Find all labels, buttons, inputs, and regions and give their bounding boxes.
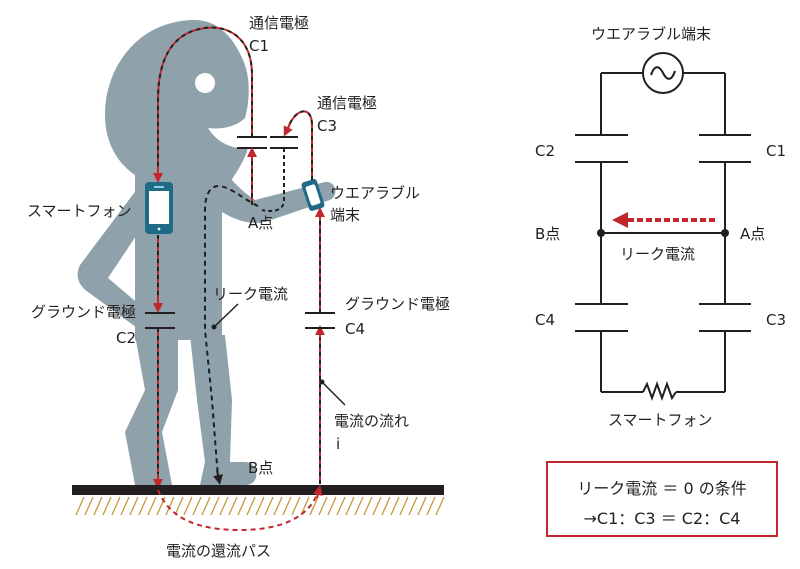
current-path-c1 xyxy=(153,26,253,183)
resistor-icon xyxy=(642,381,677,401)
condition-line-1: リーク電流 ＝ 0 の条件 xyxy=(577,479,747,498)
capacitor-icon-c1-c3 xyxy=(237,136,298,149)
ground-icon xyxy=(72,485,445,516)
ground-hatch-line xyxy=(399,496,409,516)
label-electrode-c1-title: 通信電極 xyxy=(249,14,310,32)
ground-hatch-line xyxy=(327,496,337,516)
label-ground-c4-name: C4 xyxy=(345,320,366,338)
ground-hatch-line xyxy=(129,496,139,516)
human-silhouette xyxy=(77,20,336,485)
ground-hatch-line xyxy=(255,496,265,516)
ground-hatch-line xyxy=(228,496,238,516)
ground-hatch-line xyxy=(138,496,148,516)
label-wearable-line2: 端末 xyxy=(330,206,361,224)
leak-current-path xyxy=(204,184,259,479)
smartphone-icon xyxy=(145,182,173,234)
ground-hatch-line xyxy=(300,496,310,516)
ground-hatch-line xyxy=(282,496,292,516)
label-leak-current: リーク電流 xyxy=(213,285,289,303)
label-point-b: B点 xyxy=(248,459,274,477)
back-leg xyxy=(190,335,257,485)
ground-hatch-line xyxy=(264,496,274,516)
ground-hatch-line xyxy=(390,496,400,516)
ground-hatch-line xyxy=(336,496,346,516)
ground-hatch-line xyxy=(219,496,229,516)
ground-hatch-line xyxy=(273,496,283,516)
return-path xyxy=(157,489,319,532)
ground-hatch-line xyxy=(183,496,193,516)
capacitor-icon-c4 xyxy=(305,312,335,329)
condition-line-2: →C1：C3 ＝ C2：C4 xyxy=(583,509,741,528)
label-cap-c2: C2 xyxy=(535,142,556,160)
label-ground-c2-title: グラウンド電極 xyxy=(30,303,136,321)
label-wearable-line1: ウエアラブル xyxy=(330,184,421,202)
label-current-flow: 電流の流れ xyxy=(334,412,410,430)
ground-hatch-line xyxy=(237,496,247,516)
wearable-device-icon xyxy=(301,179,325,211)
label-circuit-source: ウエアラブル端末 xyxy=(591,25,712,43)
leak-current-pointer xyxy=(211,303,239,330)
current-flow-pointer xyxy=(319,379,346,406)
ground-hatch-line xyxy=(345,496,355,516)
label-electrode-c3-name: C3 xyxy=(317,117,338,135)
eye xyxy=(195,73,215,93)
ground-hatch-line xyxy=(165,496,175,516)
torso xyxy=(135,155,336,340)
equivalent-circuit xyxy=(575,72,751,393)
ground-hatch-line xyxy=(363,496,373,516)
circuit-leak-arrow xyxy=(612,212,715,228)
ground-hatch-line xyxy=(426,496,436,516)
ground-hatch-line xyxy=(93,496,103,516)
label-node-b: B点 xyxy=(535,225,561,243)
current-path-c3 xyxy=(283,110,313,180)
ground-hatch-line xyxy=(408,496,418,516)
node-b xyxy=(597,229,605,237)
left-arm xyxy=(77,185,152,330)
front-leg xyxy=(125,335,178,485)
ground-hatch-line xyxy=(246,496,256,516)
label-return-path: 電流の還流パス xyxy=(166,542,272,560)
node-a xyxy=(721,229,729,237)
ground-hatch-line xyxy=(318,496,328,516)
ground-hatch-line xyxy=(435,496,445,516)
label-point-a: A点 xyxy=(248,214,274,232)
label-electrode-c1-name: C1 xyxy=(249,37,270,55)
capacitor-icon-c2 xyxy=(145,312,175,329)
label-electrode-c3-title: 通信電極 xyxy=(317,94,378,112)
ground-hatch-line xyxy=(381,496,391,516)
ac-source-icon xyxy=(642,52,684,94)
ground-hatch-line xyxy=(372,496,382,516)
label-current-i: i xyxy=(336,435,341,453)
ground-hatch-line xyxy=(102,496,112,516)
label-node-a: A点 xyxy=(740,225,766,243)
ground-hatch-line xyxy=(111,496,121,516)
label-ground-c2-name: C2 xyxy=(115,329,136,347)
ground-hatch-line xyxy=(417,496,427,516)
ground-hatch-line xyxy=(291,496,301,516)
ground-hatch-line xyxy=(147,496,157,516)
ground-hatch-line xyxy=(75,496,85,516)
ground-hatch-line xyxy=(201,496,211,516)
return-arrow xyxy=(312,485,323,499)
label-smartphone: スマートフォン xyxy=(27,202,132,220)
label-cap-c4: C4 xyxy=(535,311,556,329)
ground-hatch-line xyxy=(354,496,364,516)
head xyxy=(105,20,249,190)
ground-hatch-line xyxy=(84,496,94,516)
ground-hatch-line xyxy=(120,496,130,516)
ground-hatch-line xyxy=(174,496,184,516)
label-circuit-leak: リーク電流 xyxy=(620,245,696,263)
label-cap-c1: C1 xyxy=(766,142,787,160)
label-cap-c3: C3 xyxy=(766,311,787,329)
leak-arrow xyxy=(213,469,223,485)
a-point-connections xyxy=(247,147,285,212)
ground-hatch-line xyxy=(210,496,220,516)
label-circuit-load: スマートフォン xyxy=(608,411,713,429)
label-ground-c4-title: グラウンド電極 xyxy=(345,295,451,313)
ground-hatch-line xyxy=(192,496,202,516)
condition-box: リーク電流 ＝ 0 の条件 →C1：C3 ＝ C2：C4 xyxy=(546,461,778,537)
ground-hatch-line xyxy=(309,496,319,516)
